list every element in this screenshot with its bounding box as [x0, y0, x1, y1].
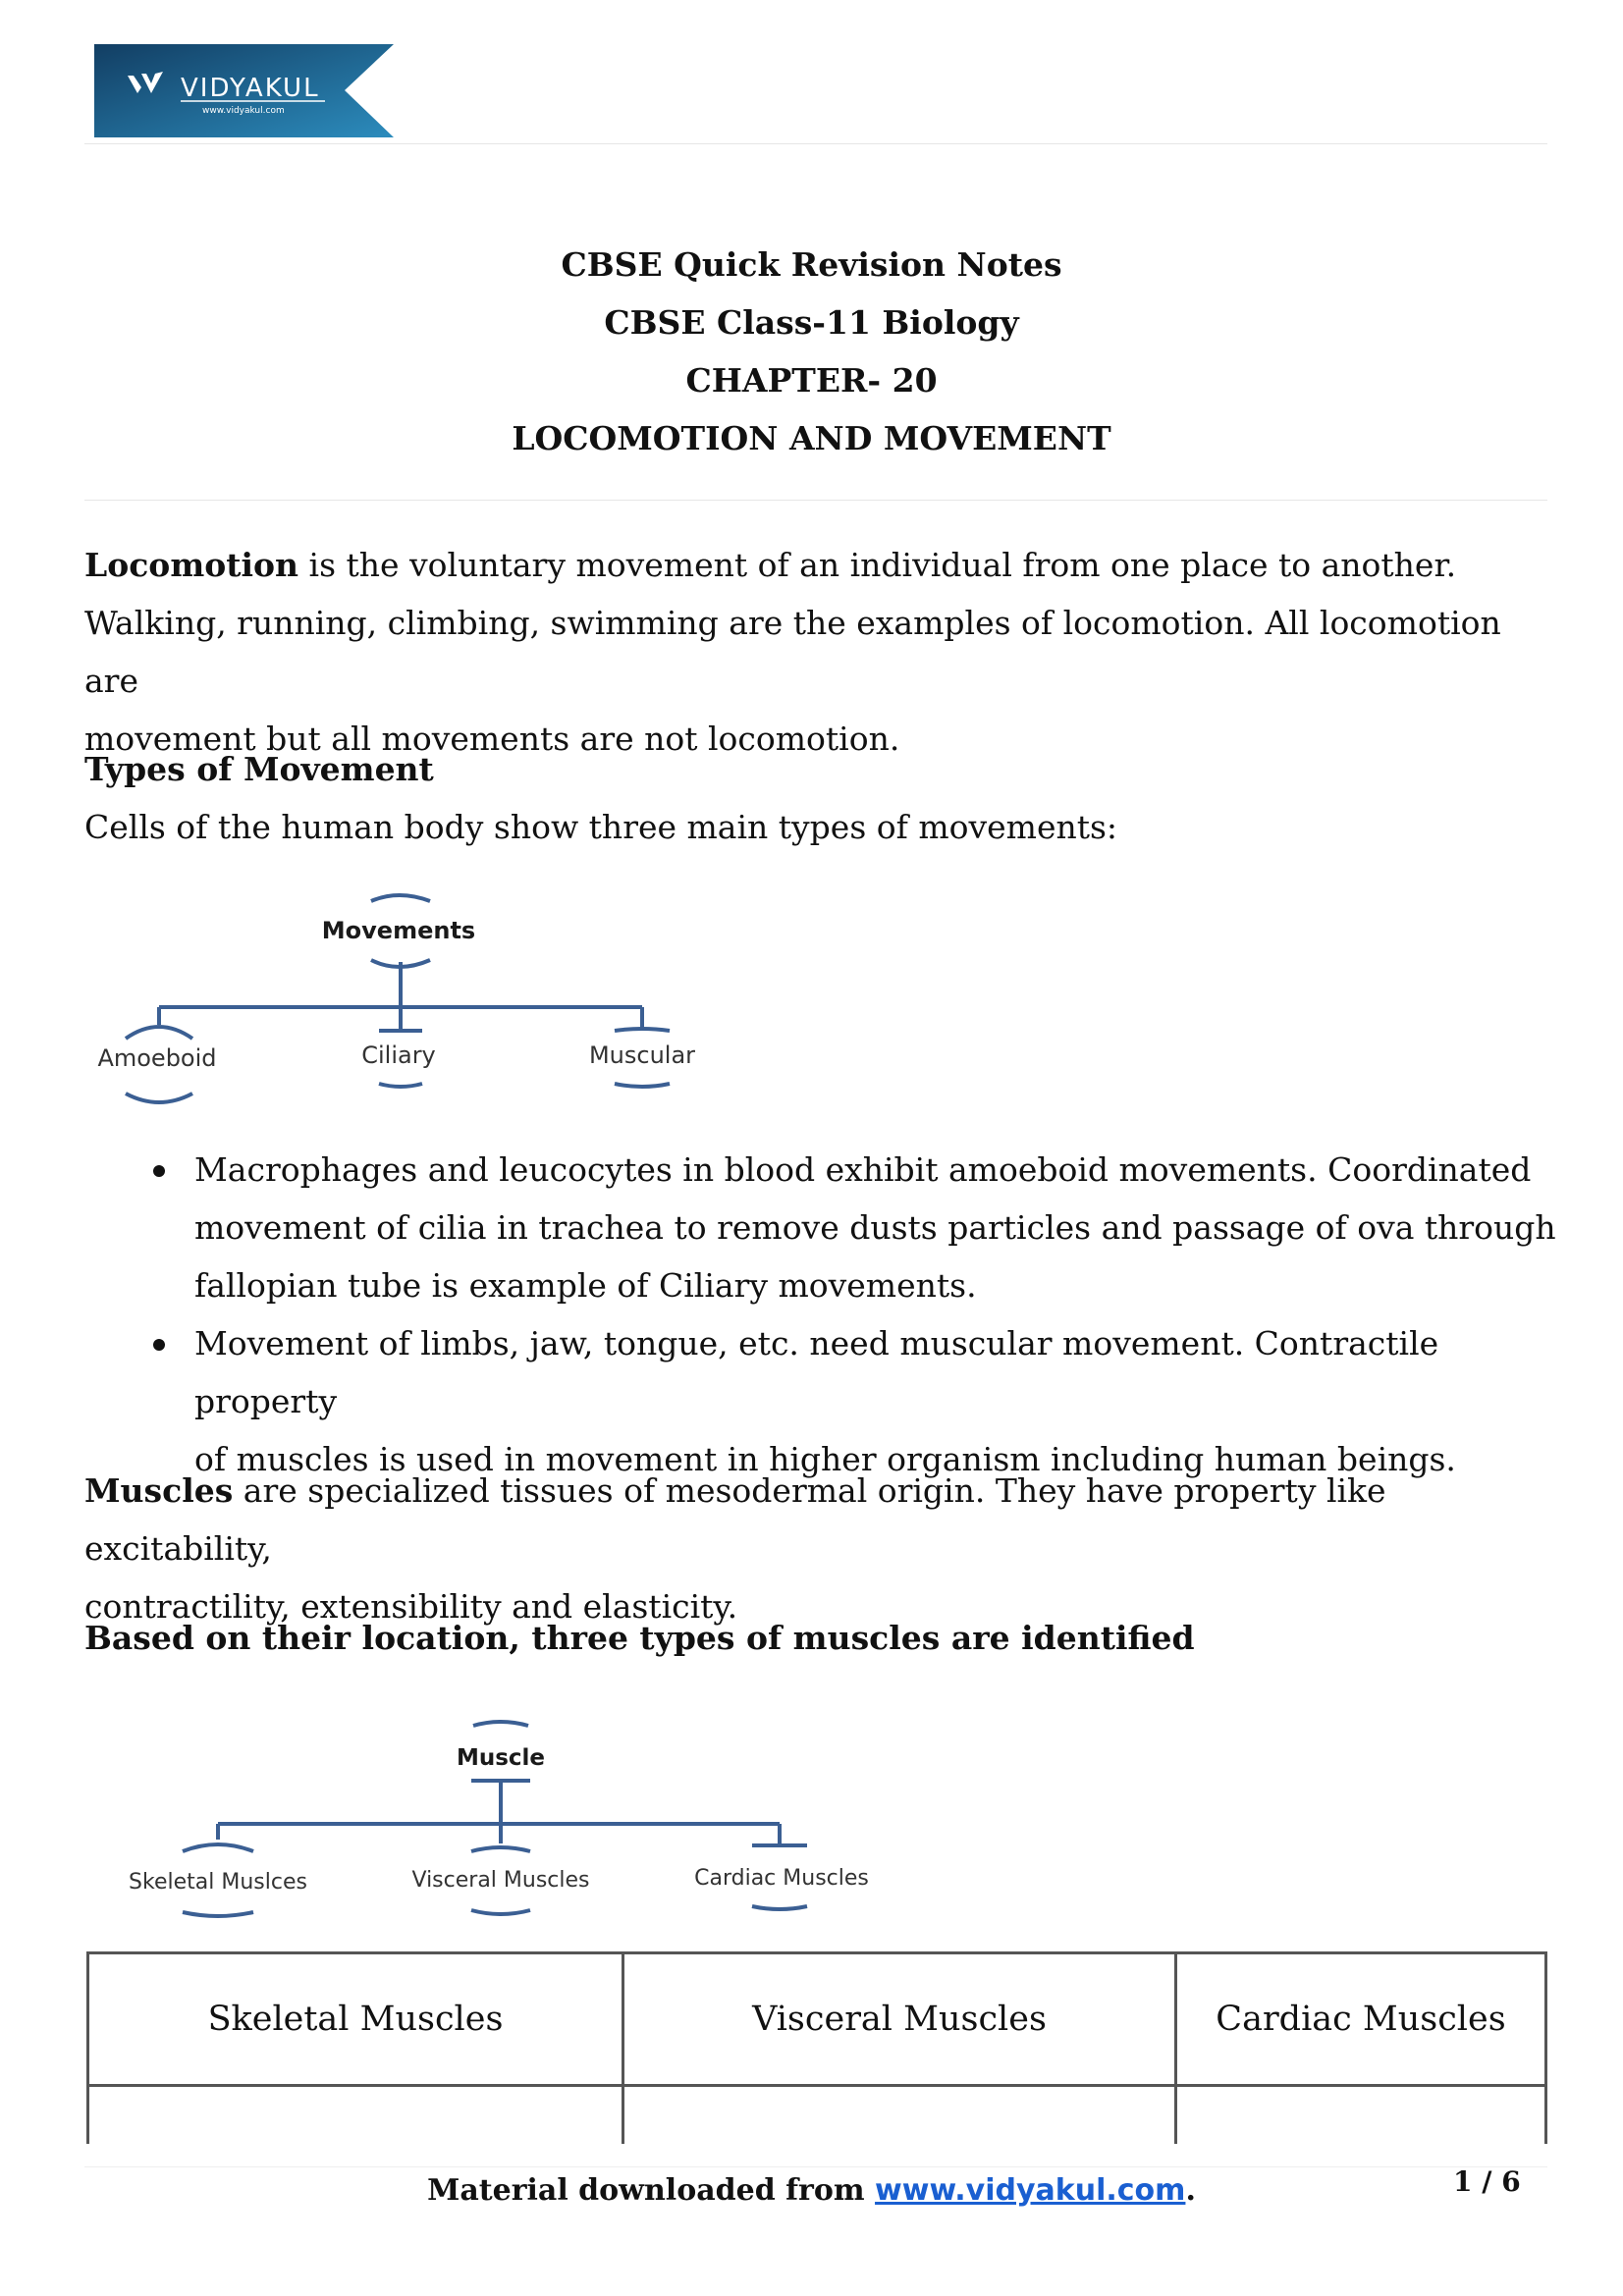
movement-bullets: Macrophages and leucocytes in blood exhi… [84, 1141, 1557, 1488]
footer: Material downloaded from www.vidyakul.co… [0, 2171, 1623, 2211]
location-heading: Based on their location, three types of … [84, 1619, 1195, 1657]
table-header-cardiac: Cardiac Muscles [1174, 1951, 1547, 2087]
vidyakul-logo: VIDYAKUL www.vidyakul.com [94, 44, 394, 137]
bullet-item: Movement of limbs, jaw, tongue, etc. nee… [84, 1314, 1557, 1488]
bullet-2-line-2: of muscles is used in movement in higher… [194, 1440, 1456, 1478]
muscles-line-1: are specialized tissues of mesodermal or… [84, 1471, 1386, 1568]
types-subtext: Cells of the human body show three main … [84, 808, 1118, 846]
muscle-comparison-table: Skeletal Muscles Visceral Muscles Cardia… [86, 1951, 1547, 2148]
table-header-visceral: Visceral Muscles [622, 1951, 1177, 2087]
bullet-1-line-2: movement of cilia in trachea to remove d… [194, 1208, 1556, 1247]
muscles-term: Muscles [84, 1471, 234, 1510]
table-cell [86, 2084, 624, 2148]
footer-suffix: . [1185, 2173, 1196, 2208]
footer-link[interactable]: www.vidyakul.com [875, 2173, 1186, 2208]
movements-diagram: Movements Amoeboid Ciliary Muscular [97, 893, 695, 1104]
movements-root-label: Movements [322, 917, 475, 944]
muscles-paragraph: Muscles are specialized tissues of mesod… [84, 1462, 1557, 1635]
footer-prefix: Material downloaded from [427, 2173, 876, 2208]
visceral-label: Visceral Muscles [412, 1868, 590, 1893]
table-header-skeletal: Skeletal Muscles [86, 1951, 624, 2087]
title-divider [84, 500, 1547, 501]
bullet-dot [153, 1339, 165, 1351]
table-page-break [0, 2144, 1623, 2173]
table-row [86, 2084, 1547, 2148]
bullet-1-line-3: fallopian tube is example of Ciliary mov… [194, 1266, 977, 1305]
logo-wordmark: VIDYAKUL [181, 74, 320, 103]
doc-chapter-title: LOCOMOTION AND MOVEMENT [512, 419, 1111, 457]
intro-line-3: movement but all movements are not locom… [84, 720, 900, 758]
types-heading: Types of Movement [84, 750, 434, 788]
table-cell [622, 2084, 1177, 2148]
doc-title-line-2: CBSE Class-11 Biology [604, 303, 1019, 342]
amoeboid-label: Amoeboid [97, 1044, 216, 1072]
cardiac-label: Cardiac Muscles [694, 1866, 869, 1891]
muscular-label: Muscular [589, 1041, 695, 1069]
doc-chapter-number: CHAPTER- 20 [685, 361, 938, 400]
bullet-1-line-1: Macrophages and leucocytes in blood exhi… [194, 1150, 1532, 1189]
header-divider [84, 143, 1547, 144]
bullet-2-line-1: Movement of limbs, jaw, tongue, etc. nee… [194, 1324, 1439, 1420]
bullet-dot [153, 1165, 165, 1177]
bullet-item: Macrophages and leucocytes in blood exhi… [84, 1141, 1557, 1314]
intro-line-1: is the voluntary movement of an individu… [298, 546, 1457, 584]
intro-line-2: Walking, running, climbing, swimming are… [84, 604, 1501, 700]
table-cell [1174, 2084, 1547, 2148]
skeletal-label: Skeletal Muslces [129, 1870, 307, 1895]
muscles-line-2: contractility, extensibility and elastic… [84, 1587, 738, 1626]
muscle-root-label: Muscle [457, 1745, 545, 1771]
locomotion-term: Locomotion [84, 546, 299, 584]
intro-paragraph: Locomotion is the voluntary movement of … [84, 536, 1557, 768]
ciliary-label: Ciliary [361, 1041, 436, 1069]
page-number: 1 / 6 [1453, 2165, 1521, 2198]
table-header-row: Skeletal Muscles Visceral Muscles Cardia… [86, 1951, 1547, 2087]
doc-title-line-1: CBSE Quick Revision Notes [561, 245, 1062, 284]
logo-url: www.vidyakul.com [202, 106, 285, 116]
muscle-types-diagram: Muscle Skeletal Muslces Visceral Muscles… [129, 1720, 869, 1918]
footer-divider [84, 2166, 1547, 2167]
